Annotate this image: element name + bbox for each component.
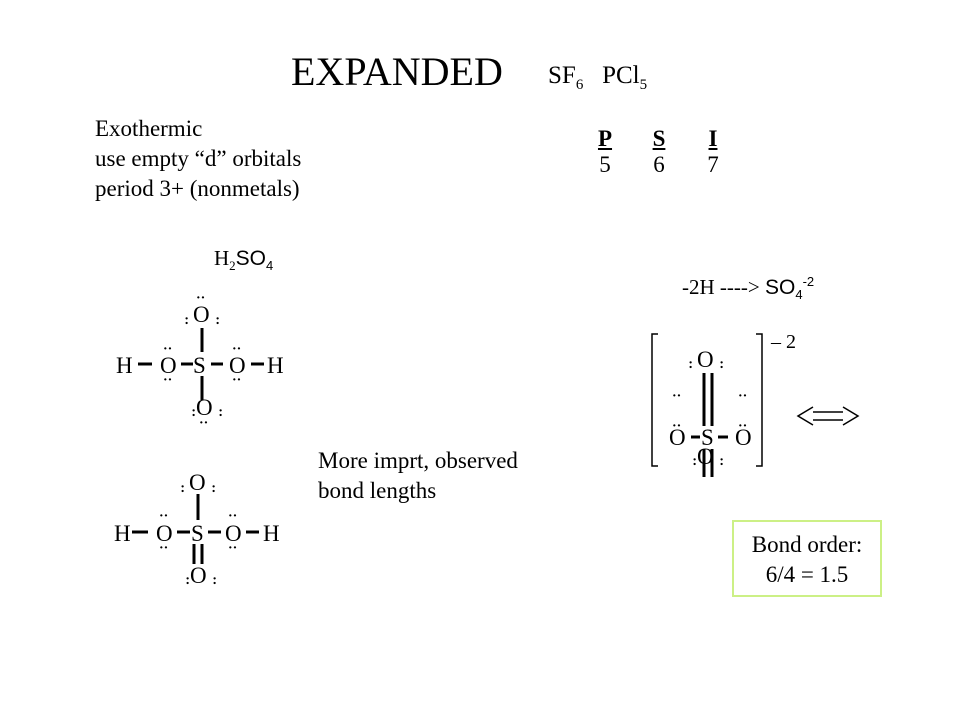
structure-1-atoms: H O S O H O O — [116, 302, 284, 420]
lone-pair: ·· — [185, 408, 200, 417]
bond-lines — [132, 328, 728, 564]
valence-table: P S I 5 6 7 — [578, 126, 740, 178]
deprotonation-label: -2H ----> SO4-2 — [682, 274, 815, 303]
oxygen-atom: O — [189, 470, 206, 495]
bond-order-label: Bond order: — [751, 532, 863, 557]
oxygen-atom: O — [229, 353, 246, 378]
lone-pair: ·· — [738, 389, 747, 404]
lone-pair: ·· — [163, 373, 172, 388]
page-title: EXPANDED — [291, 49, 503, 94]
lone-pair: ·· — [738, 419, 747, 434]
oxygen-atom: O — [156, 521, 173, 546]
lone-pair: ·· — [196, 291, 205, 306]
oxygen-atom: O — [697, 347, 714, 372]
lone-pair: ·· — [713, 360, 728, 369]
lone-pair: ·· — [232, 373, 241, 388]
valence-header: I — [708, 126, 718, 151]
lone-pair: ·· — [178, 316, 193, 325]
oxygen-atom: O — [735, 425, 752, 450]
lone-pair: ·· — [159, 509, 168, 524]
oxygen-atom: O — [225, 521, 242, 546]
oxygen-atom: O — [196, 395, 213, 420]
structure-2-atoms: H O S O H O O — [114, 470, 280, 588]
lone-pair: ·· — [672, 389, 681, 404]
bond-order-box: Bond order: 6/4 = 1.5 — [732, 520, 882, 597]
sf6-formula: SF6 — [548, 62, 584, 93]
ion-brackets — [651, 333, 763, 467]
valence-value: 6 — [653, 152, 665, 177]
lone-pair: ·· — [163, 342, 172, 357]
hydrogen-atom: H — [263, 521, 280, 546]
ion-charge: – 2 — [770, 331, 796, 353]
lone-pair: ·· — [228, 509, 237, 524]
oxygen-atom: O — [193, 302, 210, 327]
lone-pairs-vertical: ·· ·· ·· ·· ·· ·· ·· ·· ·· ·· ·· ·· — [174, 316, 728, 585]
valence-value: 7 — [707, 152, 719, 177]
hydrogen-atom: H — [114, 521, 131, 546]
lone-pair: ·· — [232, 342, 241, 357]
lone-pair: ·· — [672, 419, 681, 434]
lone-pair: ·· — [686, 457, 701, 466]
sulfur-atom: S — [701, 425, 714, 450]
h2so4-label: H2SO4 — [214, 246, 274, 274]
lone-pair: ·· — [199, 416, 208, 431]
hydrogen-atom: H — [267, 353, 284, 378]
oxygen-atom: O — [160, 353, 177, 378]
lone-pair: ·· — [212, 408, 227, 417]
note-line: use empty “d” orbitals — [95, 146, 302, 171]
pcl5-formula: PCl5 — [602, 62, 648, 93]
oxygen-atom: O — [697, 444, 714, 469]
valence-header: S — [652, 126, 666, 151]
lone-pair: ·· — [159, 541, 168, 556]
notes-list: Exothermic use empty “d” orbitals period… — [95, 114, 301, 204]
sulfur-atom: S — [191, 521, 204, 546]
example-formulas: SF6 PCl5 — [548, 62, 647, 94]
note-line: Exothermic — [95, 116, 203, 141]
sulfate-ion-atoms: O O S O O – 2 — [669, 331, 796, 469]
oxygen-atom: O — [190, 563, 207, 588]
valence-value: 5 — [599, 152, 611, 177]
lone-pair: ·· — [205, 484, 220, 493]
hydrogen-atom: H — [116, 353, 133, 378]
valence-header-row: P S I — [578, 126, 740, 152]
lone-pair: ·· — [682, 360, 697, 369]
bond-order-value: 6/4 = 1.5 — [765, 562, 849, 587]
note-line: period 3+ (nonmetals) — [95, 176, 300, 201]
lone-pair: ·· — [209, 316, 224, 325]
lone-pair: ·· — [174, 484, 189, 493]
sulfur-atom: S — [193, 353, 206, 378]
note-more-important: More imprt, observed bond lengths — [318, 448, 518, 503]
lone-pair: ·· — [713, 457, 728, 466]
resonance-arrow-icon — [796, 406, 860, 426]
lone-pair: ·· — [206, 576, 221, 585]
valence-header: P — [597, 126, 613, 151]
valence-value-row: 5 6 7 — [578, 152, 740, 178]
lone-pairs-horizontal: ·· ·· ·· ·· ·· ·· ·· ·· ·· ·· ·· ·· ·· ·… — [159, 291, 747, 556]
oxygen-atom: O — [669, 425, 686, 450]
lone-pair: ·· — [179, 576, 194, 585]
lone-pair: ·· — [228, 541, 237, 556]
